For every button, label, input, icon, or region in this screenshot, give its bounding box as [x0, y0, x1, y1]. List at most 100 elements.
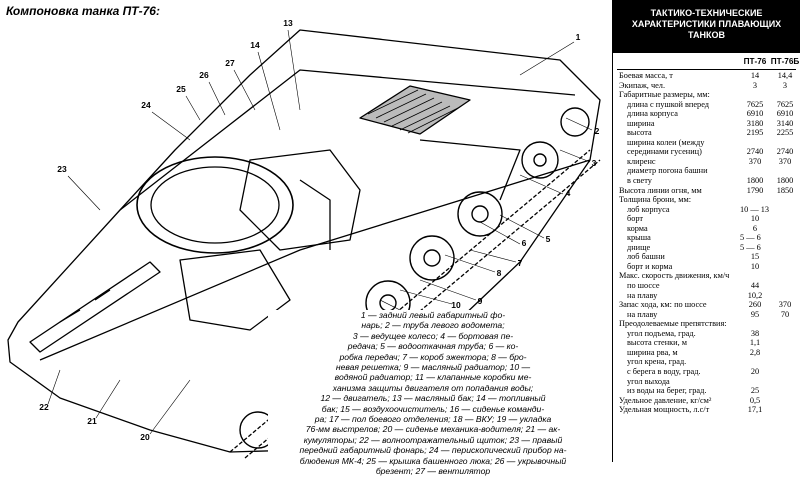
spec-label: борт [627, 214, 644, 224]
legend-line: 12 — двигатель; 13 — масляный бак; 14 — … [320, 393, 546, 404]
spec-row: днище 5 — 6 [613, 243, 800, 253]
spec-value-pt76b [770, 348, 800, 358]
spec-value-pt76: 3 [752, 80, 758, 90]
specs-heading-line: ТАНКОВ [688, 30, 725, 40]
legend-line: брезент; 27 — вентилятор [375, 466, 491, 477]
spec-value-pt76b: 3140 [776, 118, 794, 128]
spec-label: Удельная мощность, л.с/т [619, 405, 710, 415]
legend-line: 3 — ведущее колесо; 4 — бортовая пе- [352, 330, 514, 341]
spec-value-pt76b [770, 138, 800, 148]
spec-row: Макс. скорость движения, км/ч [613, 271, 800, 281]
spec-label: Толщина брони, мм: [619, 195, 692, 205]
spec-value-pt76: 370 [748, 156, 762, 166]
spec-value-pt76: 3180 [746, 118, 764, 128]
spec-label: Удельное давление, кг/см² [619, 395, 712, 405]
spec-value-pt76b [770, 214, 800, 224]
spec-value-pt76b [770, 166, 800, 176]
callout-4: 4 [566, 188, 571, 198]
spec-label: ширина рва, м [627, 347, 678, 357]
spec-value-pt76: 10 [750, 261, 760, 271]
callout-13: 13 [283, 18, 293, 28]
spec-value-pt76b: 7625 [776, 99, 794, 109]
spec-label: из воды на берег, град. [627, 386, 707, 396]
legend-line: робка передач; 7 — короб эжектора; 8 — б… [339, 351, 527, 362]
legend-text: 1 — задний левый габаритный фо- нарь; 2 … [268, 310, 598, 477]
spec-value-pt76: 2195 [746, 128, 764, 138]
spec-value-pt76: 2,8 [749, 347, 761, 357]
spec-label: клиренс [627, 156, 656, 166]
spec-value-pt76b: 370 [778, 300, 792, 310]
specs-table: ТАКТИКО-ТЕХНИЧЕСКИЕ ХАРАКТЕРИСТИКИ ПЛАВА… [612, 0, 800, 462]
tank-cutaway-drawing: 1 2 3 4 5 6 7 8 9 10 11 12 13 14 15 16 1… [7, 18, 601, 459]
engine-grille [359, 85, 471, 135]
legend-line: бак; 15 — воздухоочиститель; 16 — сидень… [321, 403, 545, 414]
spec-value-pt76b [770, 252, 800, 262]
spec-value-pt76b [770, 262, 800, 272]
header-divider [617, 69, 796, 70]
spec-label: лоб башни [627, 252, 665, 262]
callout-27: 27 [225, 58, 235, 68]
spec-row: диаметр погона башни [613, 166, 800, 176]
spec-label: корма [627, 223, 648, 233]
spec-value-pt76: 10 [750, 214, 760, 224]
hull-side-line [39, 159, 591, 361]
spec-label: Макс. скорость движения, км/ч [619, 271, 730, 281]
callout-26: 26 [199, 70, 209, 80]
spec-label: Боевая масса, т [619, 71, 673, 80]
spec-value-pt76b [770, 224, 800, 234]
legend-line: 76-мм выстрелов; 20 — сиденье механика-в… [305, 424, 561, 435]
callout-8: 8 [497, 268, 502, 278]
spec-label: по шоссе [627, 281, 660, 291]
callout-20: 20 [140, 432, 150, 442]
spec-value-pt76: 44 [750, 281, 760, 291]
hull-deck-line [119, 69, 576, 211]
spec-value-pt76 [740, 90, 770, 100]
callout-1: 1 [576, 32, 581, 42]
column-header-pt76b: ПТ-76Б [770, 57, 800, 66]
spec-value-pt76b [770, 291, 800, 301]
spec-label: борт и корма [627, 261, 673, 271]
spec-row: угол подъема, град.38 [613, 329, 800, 339]
spec-value-pt76: 6910 [746, 109, 764, 119]
spec-row: Габаритные размеры, мм: [613, 90, 800, 100]
spec-value-pt76: 0,5 [749, 395, 761, 405]
spec-label: на плаву [627, 309, 658, 319]
spec-row: Толщина брони, мм: [613, 195, 800, 205]
spec-value-pt76 [740, 377, 770, 387]
spec-value-pt76b: 2740 [776, 147, 794, 157]
callout-10: 10 [451, 300, 461, 310]
spec-label: ширина колеи (между [627, 137, 705, 147]
turret-ring [136, 156, 294, 254]
spec-label: днище [627, 242, 651, 252]
spec-row: борт 10 [613, 214, 800, 224]
spec-value-pt76b: 2255 [776, 128, 794, 138]
callout-9: 9 [478, 296, 483, 306]
callout-2: 2 [595, 126, 600, 136]
callout-22: 22 [39, 402, 49, 412]
callout-21: 21 [87, 416, 97, 426]
spec-label: лоб корпуса [627, 204, 670, 214]
spec-value-pt76b [770, 90, 800, 100]
spec-label: с берега в воду, град. [627, 366, 701, 376]
spec-value-pt76: 6 [752, 223, 758, 233]
callout-25: 25 [176, 84, 186, 94]
callout-14: 14 [250, 40, 260, 50]
spec-value-pt76b [770, 329, 800, 339]
spec-value-pt76b [770, 281, 800, 291]
callout-23: 23 [57, 164, 67, 174]
spec-value-pt76: 5 — 6 [740, 242, 761, 252]
spec-label: угол подъема, град. [627, 328, 696, 338]
spec-row: борт и корма 10 [613, 262, 800, 272]
